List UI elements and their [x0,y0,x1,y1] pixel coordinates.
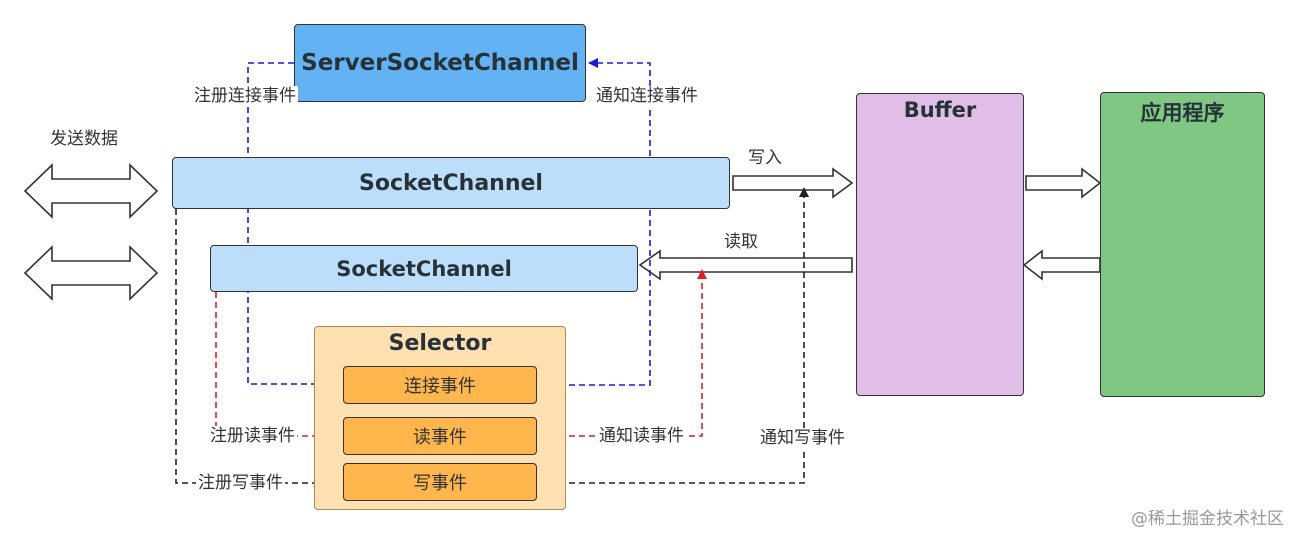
notify-write-label: 通知写事件 [758,428,847,448]
client-double-arrow-1 [23,163,159,219]
register-write-line [175,209,341,488]
notify-read-label: 通知读事件 [597,426,686,446]
application-box: 应用程序 [1100,92,1265,397]
write-block-arrow [732,167,854,199]
send-data-label: 发送数据 [50,129,118,149]
register-write-label: 注册写事件 [196,473,285,493]
socket-channel-box-2: SocketChannel [210,245,638,292]
socket-channel-box-1: SocketChannel [172,157,730,209]
watermark: @稀土掘金技术社区 [1131,509,1284,529]
write-event-box: 写事件 [343,463,537,501]
server-socket-channel-box: ServerSocketChannel [294,24,586,102]
notify-connect-line [539,58,651,386]
read-event-box: 读事件 [343,417,537,455]
notify-read-line [539,269,707,437]
buffer-to-app-arrow [1025,167,1102,199]
notify-connect-label: 通知连接事件 [594,86,700,106]
client-double-arrow-2 [23,245,159,301]
write-in-label: 写入 [748,148,782,168]
register-connect-label: 注册连接事件 [192,86,298,106]
buffer-box: Buffer [856,93,1024,396]
notify-write-line [539,187,809,484]
register-connect-line [247,62,341,389]
connect-event-box: 连接事件 [343,366,537,404]
register-read-label: 注册读事件 [208,426,297,446]
read-out-label: 读取 [724,232,758,252]
app-to-buffer-arrow [1022,249,1101,281]
read-block-arrow [638,249,853,281]
